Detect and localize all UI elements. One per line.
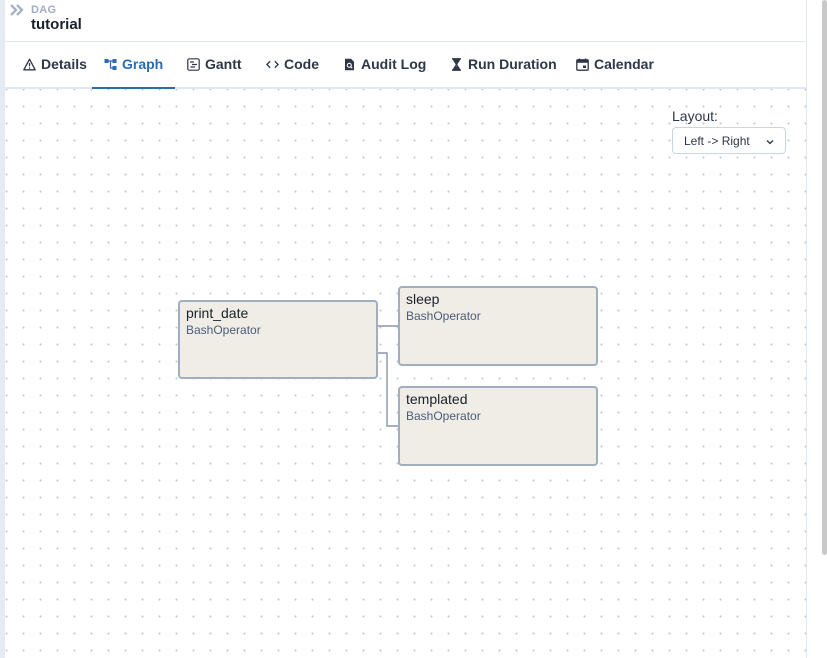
edge-print-date-to-templated — [378, 352, 400, 427]
task-name: templated — [406, 391, 468, 407]
file-search-icon — [343, 58, 356, 71]
warning-icon — [23, 58, 36, 71]
hourglass-icon — [450, 57, 463, 71]
dag-label: DAG — [31, 4, 57, 16]
task-operator: BashOperator — [406, 409, 481, 423]
tab-graph[interactable]: Graph — [92, 41, 176, 89]
layout-select[interactable]: Left -> Right — [672, 127, 786, 154]
task-name: print_date — [186, 305, 249, 321]
tab-bar: Details Graph Gantt Code Audit Log Run D… — [5, 41, 806, 89]
task-node-print-date[interactable]: print_date BashOperator — [178, 300, 378, 379]
tab-label: Gantt — [205, 56, 242, 72]
tab-label: Calendar — [594, 56, 654, 72]
tab-label: Graph — [122, 56, 164, 72]
tab-label: Details — [41, 56, 87, 72]
tab-run-duration[interactable]: Run Duration — [438, 41, 569, 87]
dag-header: DAG tutorial — [5, 0, 806, 42]
expand-icon[interactable] — [9, 2, 25, 18]
tab-audit-log[interactable]: Audit Log — [331, 41, 438, 87]
tab-label: Code — [284, 56, 319, 72]
chevron-down-icon — [765, 136, 775, 146]
tab-calendar[interactable]: Calendar — [564, 41, 666, 87]
tab-details[interactable]: Details — [11, 41, 99, 87]
tab-label: Audit Log — [361, 56, 427, 72]
code-icon — [266, 58, 279, 71]
tab-label: Run Duration — [468, 56, 557, 72]
tab-gantt[interactable]: Gantt — [175, 41, 254, 87]
task-name: sleep — [406, 291, 440, 307]
layout-label: Layout: — [672, 108, 718, 124]
task-node-templated[interactable]: templated BashOperator — [398, 386, 598, 466]
gantt-icon — [187, 57, 200, 71]
scrollbar[interactable] — [822, 0, 827, 555]
dag-title: tutorial — [31, 16, 82, 33]
task-operator: BashOperator — [186, 323, 261, 337]
right-panel-edge — [806, 0, 827, 658]
left-strip — [0, 0, 5, 658]
graph-icon — [104, 58, 117, 71]
graph-edges — [378, 325, 400, 427]
layout-select-value: Left -> Right — [684, 133, 750, 148]
task-operator: BashOperator — [406, 309, 481, 323]
calendar-icon — [576, 58, 589, 71]
task-node-sleep[interactable]: sleep BashOperator — [398, 286, 598, 366]
graph-canvas[interactable]: print_date BashOperator sleep BashOperat… — [5, 89, 806, 658]
tab-code[interactable]: Code — [254, 41, 331, 87]
